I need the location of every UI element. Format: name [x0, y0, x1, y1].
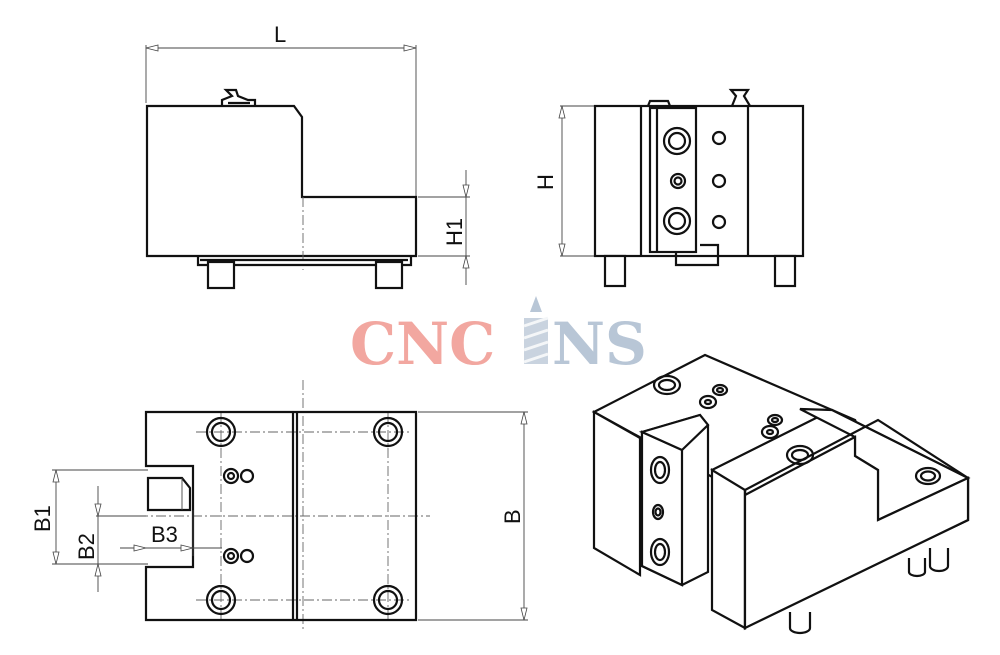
side-view: H	[533, 88, 805, 288]
watermark-text-ns: NS	[552, 310, 647, 378]
dim-label-B: B	[500, 509, 525, 524]
watermark-logo: CNC NS	[350, 296, 647, 378]
drill-bit-icon	[523, 296, 549, 364]
top-view: B B1 B2 B3	[30, 380, 528, 630]
dim-label-B1: B1	[30, 505, 55, 532]
isometric-view	[591, 353, 971, 635]
watermark-text-cnc: CNC	[350, 310, 495, 378]
dim-label-L: L	[274, 22, 286, 47]
dim-label-H1: H1	[442, 218, 467, 246]
dim-label-H: H	[533, 174, 558, 190]
dim-label-B3: B3	[151, 522, 178, 547]
dim-label-B2: B2	[74, 533, 99, 560]
front-view: L H1	[145, 22, 470, 290]
